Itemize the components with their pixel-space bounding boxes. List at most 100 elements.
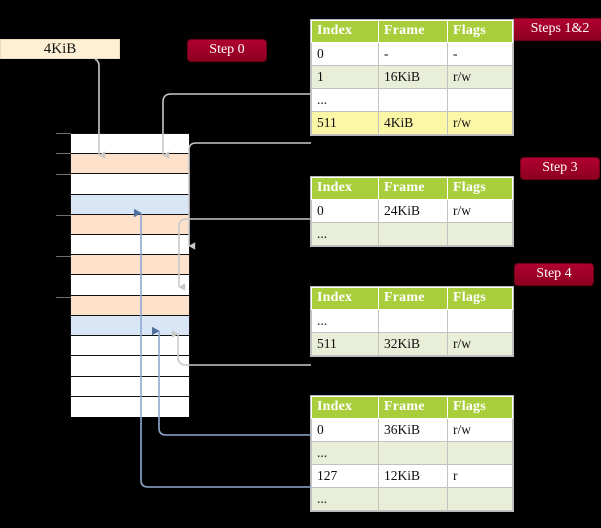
table-row: 1 16KiB r/w [311,65,513,89]
cell-frame [378,222,448,246]
page-table-level3: Index Frame Flags 0 24KiB r/w ... [311,177,513,246]
memory-tick [56,256,71,257]
memory-row [71,275,189,296]
cell-frame: 24KiB [378,199,448,223]
cell-index: 511 [311,332,379,356]
table-header-row: Index Frame Flags [311,287,513,310]
table-row: 511 4KiB r/w [311,111,513,135]
column-header-frame: Frame [378,177,448,200]
memory-row [71,214,189,236]
page-table-level2: Index Frame Flags ... 511 32KiB r/w [311,287,513,356]
cell-flags: r/w [447,332,513,356]
cell-flags: r/w [447,418,513,442]
page-table-level4: Index Frame Flags 0 - - 1 16KiB r/w ... [311,20,513,135]
wire-table4-511-to-memory [188,142,311,250]
column-header-frame: Frame [378,396,448,419]
physical-memory-column [70,133,190,417]
cell-index: 0 [311,199,379,223]
step-0-label: Step 0 [209,42,245,57]
virtual-address-label: 4KiB [43,41,77,57]
memory-row [71,174,189,195]
memory-tick [56,174,71,175]
memory-row [71,154,189,175]
cell-index: ... [311,487,379,511]
cell-flags [447,487,513,511]
column-header-index: Index [311,20,379,43]
table-row: ... [311,222,513,246]
wire-step3-table3-to-memory [178,218,311,291]
cell-frame: 12KiB [378,464,448,488]
cell-flags [447,309,513,333]
memory-tick [56,297,71,298]
cell-frame: 4KiB [378,111,448,135]
cell-flags: r/w [447,199,513,223]
cell-frame [378,441,448,465]
table-row: ... [311,441,513,465]
cell-index: 127 [311,464,379,488]
table-row: 511 32KiB r/w [311,332,513,356]
step-4-label: Step 4 [536,266,572,281]
cell-frame: 36KiB [378,418,448,442]
cell-flags: r/w [447,111,513,135]
column-header-flags: Flags [447,287,513,310]
column-header-index: Index [311,287,379,310]
memory-row [71,134,189,155]
memory-row [71,396,189,417]
table-row: 0 36KiB r/w [311,418,513,442]
cell-flags: r [447,464,513,488]
cell-index: ... [311,309,379,333]
memory-tick [56,215,71,216]
cell-frame: - [378,42,448,66]
cell-frame [378,309,448,333]
column-header-index: Index [311,396,379,419]
memory-row [71,194,189,215]
memory-row [71,376,189,397]
cell-flags [447,441,513,465]
cell-index: 1 [311,65,379,89]
memory-row [71,315,189,337]
cell-index: 511 [311,111,379,135]
virtual-address-box: 4KiB [0,39,120,59]
table-header-row: Index Frame Flags [311,20,513,43]
column-header-flags: Flags [447,396,513,419]
table-row: 127 12KiB r [311,464,513,488]
table-row: 0 24KiB r/w [311,199,513,223]
step-0-badge: Step 0 [188,40,266,61]
table-row: 0 - - [311,42,513,66]
cell-index: ... [311,222,379,246]
cell-index: ... [311,88,379,112]
column-header-frame: Frame [378,20,448,43]
cell-flags: - [447,42,513,66]
memory-row [71,235,189,256]
table-header-row: Index Frame Flags [311,396,513,419]
cell-frame [378,88,448,112]
column-header-flags: Flags [447,177,513,200]
cell-index: ... [311,441,379,465]
cell-index: 0 [311,42,379,66]
wire-step4-memory-to-table2 [171,330,311,366]
memory-row [71,356,189,377]
memory-row [71,255,189,276]
cell-flags [447,88,513,112]
step-3-label: Step 3 [542,160,578,175]
cell-frame [378,487,448,511]
column-header-flags: Flags [447,20,513,43]
memory-row [71,336,189,357]
column-header-frame: Frame [378,287,448,310]
step-3-badge: Step 3 [521,158,599,179]
table-header-row: Index Frame Flags [311,177,513,200]
memory-row [71,295,189,316]
table-row: ... [311,309,513,333]
steps-1-2-badge: Steps 1&2 [512,19,601,40]
page-table-level1: Index Frame Flags 0 36KiB r/w ... 127 12… [311,396,513,511]
memory-tick [56,133,71,134]
cell-frame: 32KiB [378,332,448,356]
cell-flags [447,222,513,246]
memory-tick [56,153,71,154]
cell-frame: 16KiB [378,65,448,89]
cell-index: 0 [311,418,379,442]
cell-flags: r/w [447,65,513,89]
step-4-badge: Step 4 [515,264,593,285]
table-row: ... [311,88,513,112]
